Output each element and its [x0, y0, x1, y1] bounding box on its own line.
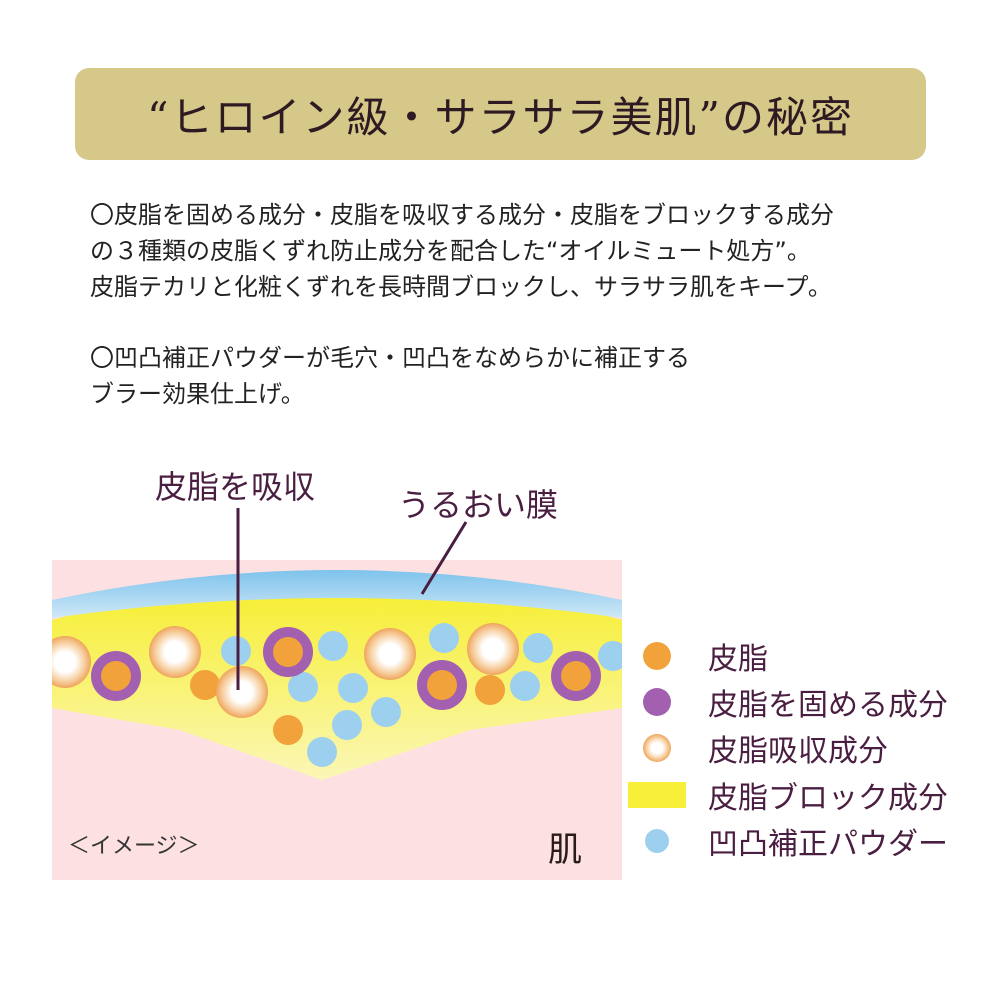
skin-label: 肌: [548, 830, 582, 870]
orange-dot-icon: [628, 636, 686, 676]
powder-particle: [307, 737, 337, 767]
absorber-orb: [149, 626, 201, 678]
paragraph-line: の３種類の皮脂くずれ防止成分を配合した“オイルミュート処方”。: [90, 237, 811, 265]
powder-particle: [429, 623, 459, 653]
yellow-bar-icon: [628, 775, 686, 815]
absorber-orb: [364, 628, 416, 680]
paragraph-line: 〇皮脂を固める成分・皮脂を吸収する成分・皮脂をブロックする成分: [90, 201, 834, 229]
particles: [52, 623, 622, 767]
solidifier-core: [427, 670, 457, 700]
powder-particle: [318, 631, 348, 661]
legend-item: 皮脂を固める成分: [628, 680, 948, 724]
description-paragraph-1: 〇皮脂を固める成分・皮脂を吸収する成分・皮脂をブロックする成分 の３種類の皮脂く…: [90, 197, 834, 305]
legend-label: 皮脂: [708, 642, 768, 677]
paragraph-line: ブラー効果仕上げ。: [90, 380, 305, 408]
solidifier-core: [561, 661, 591, 691]
powder-particle: [598, 641, 622, 671]
sebum-particle: [190, 670, 220, 700]
powder-particle: [371, 697, 401, 727]
powder-particle: [332, 710, 362, 740]
sebum-particle: [475, 675, 505, 705]
moisture-film-layer: [52, 570, 622, 618]
callout-line-film: [420, 521, 468, 595]
legend-item: 皮脂: [628, 634, 768, 678]
legend-label: 凹凸補正パウダー: [708, 827, 948, 862]
solidifier-core: [101, 661, 131, 691]
absorber-orb: [467, 623, 519, 675]
legend-label: 皮脂吸収成分: [708, 734, 888, 769]
powder-particle: [338, 673, 368, 703]
solidifier-core: [273, 637, 303, 667]
title-banner: “ヒロイン級・サラサラ美肌”の秘密: [75, 68, 926, 160]
purple-ring-icon: [628, 682, 686, 722]
image-label: ＜イメージ＞: [68, 834, 200, 859]
paragraph-line: 〇凹凸補正パウダーが毛穴・凹凸をなめらかに補正する: [90, 344, 690, 372]
paragraph-line: 皮脂テカリと化粧くずれを長時間ブロックし、サラサラ肌をキープ。: [90, 273, 832, 301]
description-paragraph-2: 〇凹凸補正パウダーが毛穴・凹凸をなめらかに補正する ブラー効果仕上げ。: [90, 340, 690, 412]
callout-moisture-film: うるおい膜: [398, 486, 559, 524]
absorber-orb: [216, 666, 268, 718]
page-title: “ヒロイン級・サラサラ美肌”の秘密: [147, 92, 854, 142]
callout-absorb: 皮脂を吸収: [155, 468, 316, 506]
powder-particle: [288, 672, 318, 702]
powder-particle: [221, 636, 251, 666]
powder-particle: [523, 633, 553, 663]
powder-particle: [510, 671, 540, 701]
legend-item: 凹凸補正パウダー: [628, 819, 948, 863]
sebum-particle: [273, 715, 303, 745]
absorber-orb: [52, 636, 91, 688]
glow-orb-icon: [628, 728, 686, 768]
legend-label: 皮脂ブロック成分: [708, 781, 948, 816]
legend-item: 皮脂吸収成分: [628, 726, 888, 770]
legend-label: 皮脂を固める成分: [708, 688, 948, 723]
legend-item: 皮脂ブロック成分: [628, 773, 948, 817]
blue-dot-icon: [628, 821, 686, 861]
